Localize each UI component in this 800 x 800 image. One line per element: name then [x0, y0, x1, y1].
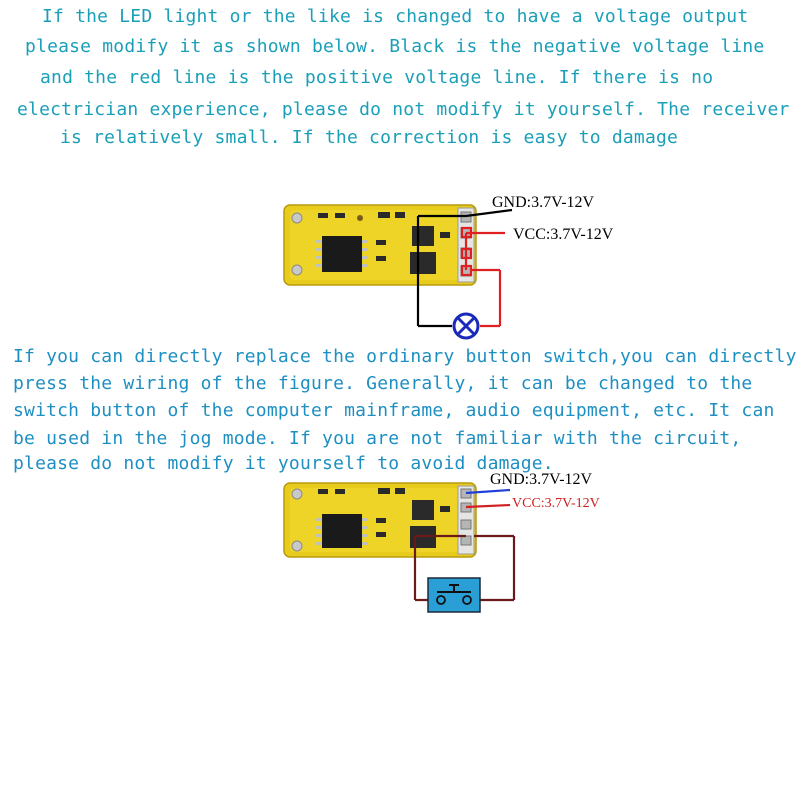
gnd-label-1: GND:3.7V-12V [492, 194, 595, 211]
lamp-icon [452, 312, 480, 340]
top-instructions-line-4: electrician experience, please do not mo… [17, 99, 790, 120]
ic-chip-1 [322, 236, 362, 272]
top-instructions-line-3: and the red line is the positive voltage… [40, 67, 714, 88]
top-instructions-line-1: If the LED light or the like is changed … [42, 6, 749, 27]
gnd-label-2: GND:3.7V-12V [490, 471, 593, 488]
middle-instructions-line-5: please do not modify it yourself to avoi… [13, 453, 554, 474]
ic-chip-2 [322, 514, 362, 548]
middle-instructions-line-1: If you can directly replace the ordinary… [13, 346, 797, 367]
middle-instructions-line-3: switch button of the computer mainframe,… [13, 400, 775, 421]
middle-instructions-line-4: be used in the jog mode. If you are not … [13, 428, 742, 449]
receiver-board-1 [283, 204, 477, 286]
top-instructions-line-5: is relatively small. If the correction i… [60, 127, 679, 148]
vcc-label-1: VCC:3.7V-12V [513, 226, 614, 243]
receiver-board-2 [283, 482, 477, 558]
wiring-1 [416, 208, 513, 328]
vcc-label-2: VCC:3.7V-12V [512, 496, 600, 511]
top-instructions-line-2: please modify it as shown below. Black i… [25, 36, 765, 57]
middle-instructions-line-2: press the wiring of the figure. Generall… [13, 373, 753, 394]
push-button-switch-icon [427, 577, 481, 613]
wiring-2 [413, 488, 516, 602]
